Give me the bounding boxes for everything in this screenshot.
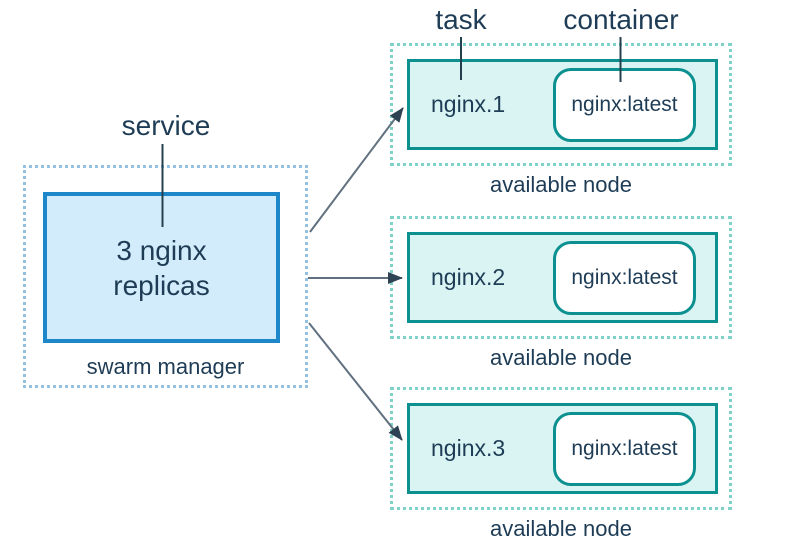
- container-image-3: nginx:latest: [571, 436, 678, 460]
- task-box-1: nginx.1 nginx:latest: [407, 59, 718, 150]
- task-name-2: nginx.2: [431, 264, 506, 290]
- container-image-2: nginx:latest: [571, 265, 678, 289]
- task-name-1: nginx.1: [431, 91, 506, 117]
- available-node-caption-1: available node: [490, 172, 632, 197]
- available-node-caption-2: available node: [490, 345, 632, 370]
- swarm-manager-box: [23, 165, 308, 388]
- service-label: service: [121, 110, 211, 141]
- task-box-2: nginx.2 nginx:latest: [407, 232, 718, 323]
- container-box-2: nginx:latest: [553, 240, 696, 315]
- container-image-1: nginx:latest: [571, 92, 678, 116]
- available-node-box-3: [390, 387, 732, 510]
- container-box-3: nginx:latest: [553, 411, 696, 486]
- container-label: container: [563, 4, 679, 35]
- service-box: 3 nginx replicas: [43, 192, 280, 343]
- container-box-1: nginx:latest: [553, 67, 696, 142]
- service-box-line-1: 3 nginx: [116, 234, 207, 266]
- service-box-line-2: replicas: [113, 269, 210, 301]
- swarm-manager-caption: swarm manager: [86, 354, 245, 379]
- task-box-3: nginx.3 nginx:latest: [407, 403, 718, 494]
- task-name-3: nginx.3: [431, 435, 506, 461]
- available-node-caption-3: available node: [490, 516, 632, 541]
- available-node-box-1: [390, 43, 732, 166]
- arrow-to-node-3: [308, 322, 403, 441]
- task-label: task: [435, 4, 487, 35]
